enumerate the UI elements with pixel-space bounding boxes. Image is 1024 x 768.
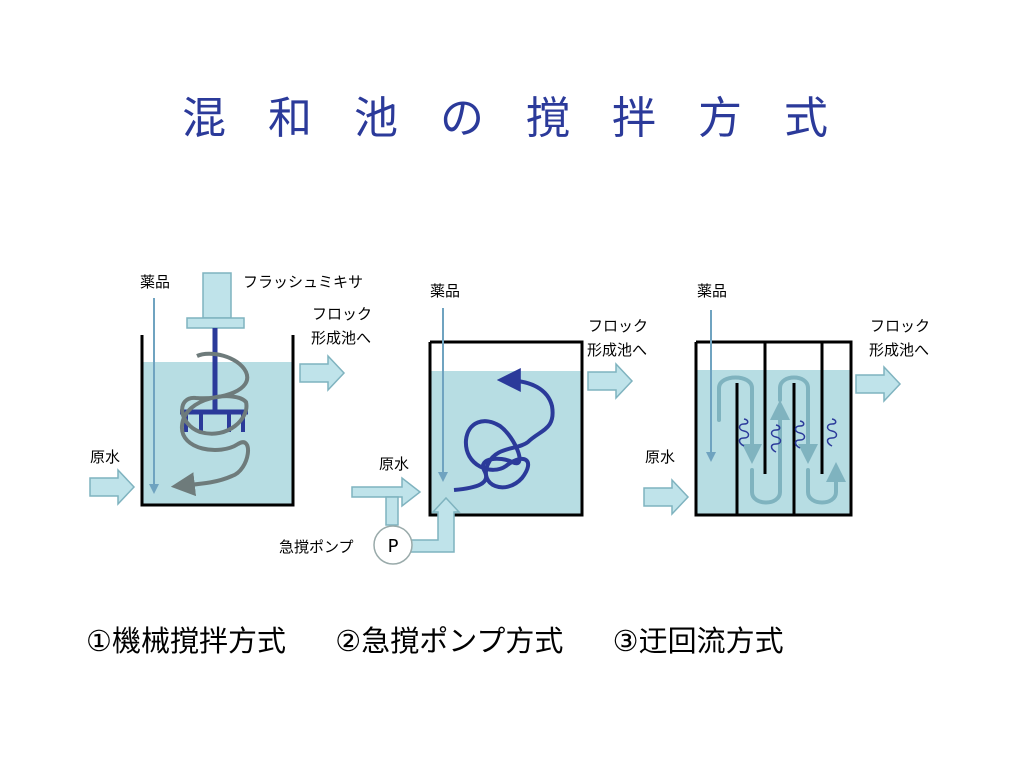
outlet-arrow xyxy=(587,362,634,400)
slide-title: 混 和 池 の 撹 拌 方 式 xyxy=(182,93,842,144)
to-floc-label-2b: 形成池へ xyxy=(587,341,647,359)
method-captions: ①機械撹拌方式 ②急撹ポンプ方式 ③迂回流方式 xyxy=(86,618,784,660)
to-floc-label-2a: フロック xyxy=(588,317,648,335)
pump-symbol xyxy=(373,525,413,565)
pump-discharge-pipe xyxy=(408,496,461,553)
raw-water-label-3: 原水 xyxy=(645,448,675,466)
small-swirls xyxy=(738,418,838,453)
chemical-label-2: 薬品 xyxy=(430,282,460,300)
to-floc-label-1b: 形成池へ xyxy=(311,329,371,347)
detour-flow-arrows xyxy=(717,375,846,505)
outlet-arrow xyxy=(299,354,346,392)
flash-mixer-label: フラッシュミキサ xyxy=(243,273,363,291)
caption-pump: ②急撹ポンプ方式 xyxy=(335,624,564,658)
to-floc-label-1a: フロック xyxy=(312,305,372,323)
chemical-label-3: 薬品 xyxy=(697,282,727,300)
caption-baffled: ③迂回流方式 xyxy=(612,624,784,658)
pump-riser-pipe xyxy=(385,496,399,526)
raw-water-label-1: 原水 xyxy=(90,448,120,466)
mixer-motor xyxy=(202,272,232,319)
baffles xyxy=(735,342,824,515)
outlet-arrow xyxy=(855,365,902,403)
tank-wall xyxy=(694,340,853,517)
to-floc-label-3a: フロック xyxy=(870,317,930,335)
pump-swirl-flow xyxy=(453,368,555,492)
chemical-label-1: 薬品 xyxy=(140,273,170,291)
raw-water-label-2: 原水 xyxy=(379,455,409,473)
pump-symbol-label: P xyxy=(388,536,399,557)
raw-water-inlet-arrow xyxy=(89,468,136,506)
tank-baffled xyxy=(643,310,902,517)
tank-pump xyxy=(351,308,634,565)
mixer-mount xyxy=(186,317,245,329)
tank-wall xyxy=(140,335,295,507)
tank-mechanical xyxy=(89,272,346,507)
mixer-swirl-flow xyxy=(170,351,250,497)
pump-name-label: 急撹ポンプ xyxy=(279,538,354,556)
raw-water-inlet-pipe xyxy=(351,476,422,508)
raw-water-inlet-arrow xyxy=(643,478,690,516)
tank-wall xyxy=(428,340,584,517)
caption-mechanical: ①機械撹拌方式 xyxy=(86,624,286,658)
water-area xyxy=(430,371,582,515)
to-floc-label-3b: 形成池へ xyxy=(869,341,929,359)
water-area xyxy=(696,370,851,515)
